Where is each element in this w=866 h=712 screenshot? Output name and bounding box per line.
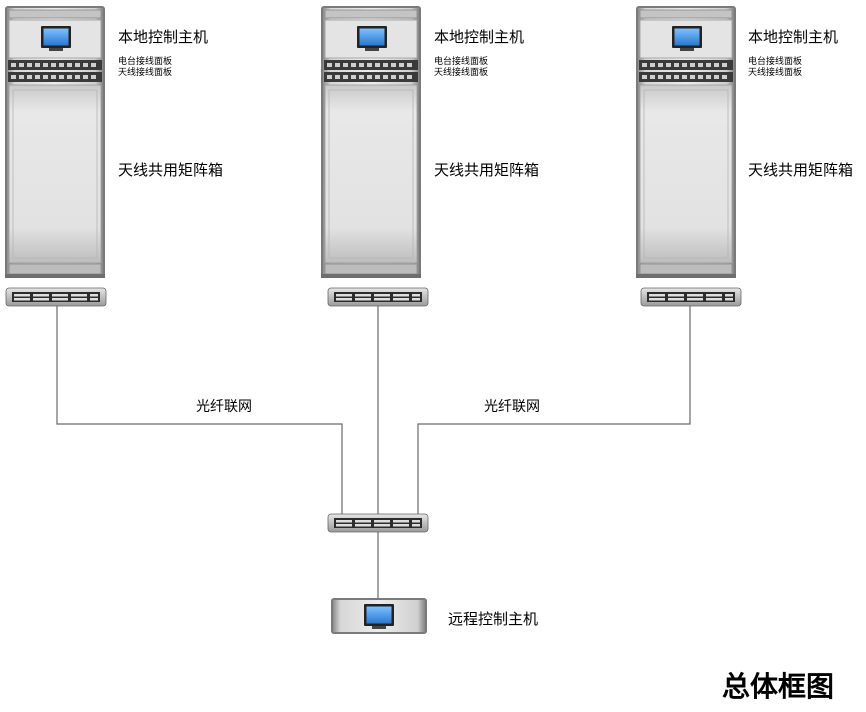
remote-host-label: 远程控制主机	[448, 610, 539, 628]
rack1-antenna-panel-label: 天线接线面板	[118, 68, 173, 78]
rack-cabinet-3	[635, 5, 737, 279]
rack3-radio-panel-label: 电台接线面板	[748, 57, 803, 67]
link-rack1	[56, 306, 343, 514]
rack1-host-label: 本地控制主机	[118, 28, 209, 46]
central-switch	[327, 513, 429, 533]
remote-host	[331, 598, 427, 634]
rack3-antenna-panel-label: 天线接线面板	[748, 68, 803, 78]
rack3-matrix-label: 天线共用矩阵箱	[748, 161, 854, 179]
rack1-matrix-label: 天线共用矩阵箱	[118, 161, 224, 179]
rack1-radio-panel-label: 电台接线面板	[118, 57, 173, 67]
diagram-title: 总体框图	[722, 670, 835, 703]
right-fiber-link-label: 光纤联网	[484, 399, 540, 415]
rack-switch-3	[640, 287, 742, 307]
rack3-host-label: 本地控制主机	[748, 28, 839, 46]
rack2-host-label: 本地控制主机	[434, 28, 525, 46]
link-rack3	[417, 306, 691, 514]
fiber-links	[56, 306, 691, 598]
rack-switch-1	[5, 287, 107, 307]
rack-switch-2	[327, 287, 429, 307]
rack-cabinet-1	[4, 5, 106, 279]
rack2-matrix-label: 天线共用矩阵箱	[434, 161, 540, 179]
rack-cabinet-2	[320, 5, 422, 279]
rack2-radio-panel-label: 电台接线面板	[434, 57, 489, 67]
rack2-antenna-panel-label: 天线接线面板	[434, 68, 489, 78]
left-fiber-link-label: 光纤联网	[196, 399, 252, 415]
